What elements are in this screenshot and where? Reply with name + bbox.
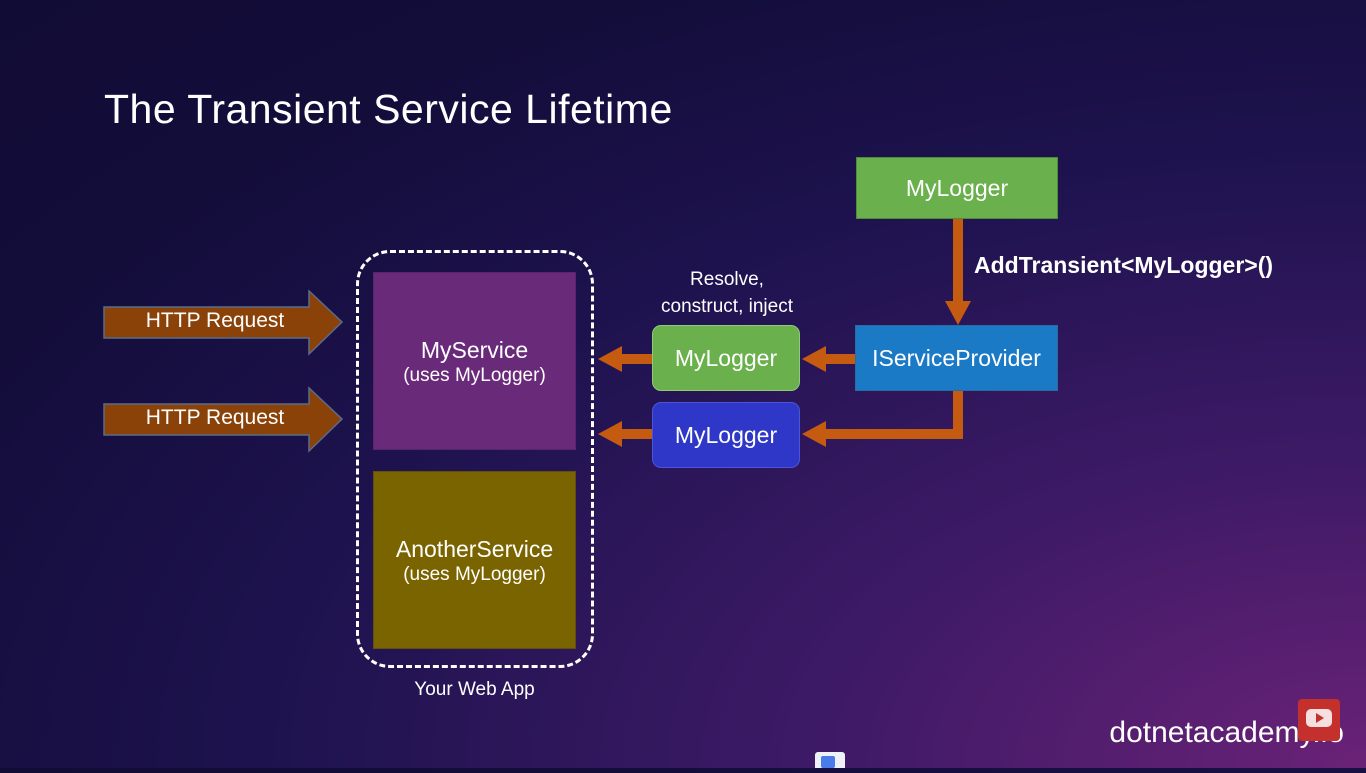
web-app-label: Your Web App xyxy=(414,679,535,700)
resolve-label: Resolve, construct, inject xyxy=(640,266,814,320)
http-request-arrow-2 xyxy=(103,386,344,453)
http-request-label-1: HTTP Request xyxy=(145,309,285,332)
myservice-name: MyService xyxy=(420,337,529,363)
slide-title: The Transient Service Lifetime xyxy=(104,86,673,132)
anotherservice-name: AnotherService xyxy=(395,536,554,562)
anotherservice-box: AnotherService (uses MyLogger) xyxy=(373,471,576,649)
arrow-inject-1 xyxy=(598,346,652,372)
mylogger-instance-2-label: MyLogger xyxy=(674,422,778,448)
iserviceprovider-box: IServiceProvider xyxy=(855,325,1058,391)
arrow-inject-2 xyxy=(598,421,652,447)
add-transient-label: AddTransient<MyLogger>() xyxy=(974,252,1274,278)
http-request-arrow-1 xyxy=(103,289,344,356)
mylogger-registration-box: MyLogger xyxy=(856,157,1058,219)
arrow-provider-to-instance-2 xyxy=(802,391,963,447)
mylogger-instance-1: MyLogger xyxy=(652,325,800,391)
youtube-subscribe-icon[interactable] xyxy=(1298,699,1340,741)
mylogger-instance-1-label: MyLogger xyxy=(674,345,778,371)
web-app-boundary xyxy=(356,250,594,668)
mylogger-registration-label: MyLogger xyxy=(905,175,1009,201)
http-request-label-2: HTTP Request xyxy=(145,406,285,429)
resolve-label-line-2: construct, inject xyxy=(661,296,793,317)
myservice-box: MyService (uses MyLogger) xyxy=(373,272,576,450)
resolve-label-line-1: Resolve, xyxy=(690,269,764,290)
mylogger-instance-2: MyLogger xyxy=(652,402,800,468)
iserviceprovider-label: IServiceProvider xyxy=(872,345,1041,371)
arrow-register xyxy=(945,219,971,325)
play-icon xyxy=(1306,709,1332,727)
translate-icon[interactable] xyxy=(815,752,845,768)
anotherservice-note: (uses MyLogger) xyxy=(403,564,546,585)
myservice-note: (uses MyLogger) xyxy=(403,365,546,386)
arrow-provider-to-instance-1 xyxy=(802,346,856,372)
